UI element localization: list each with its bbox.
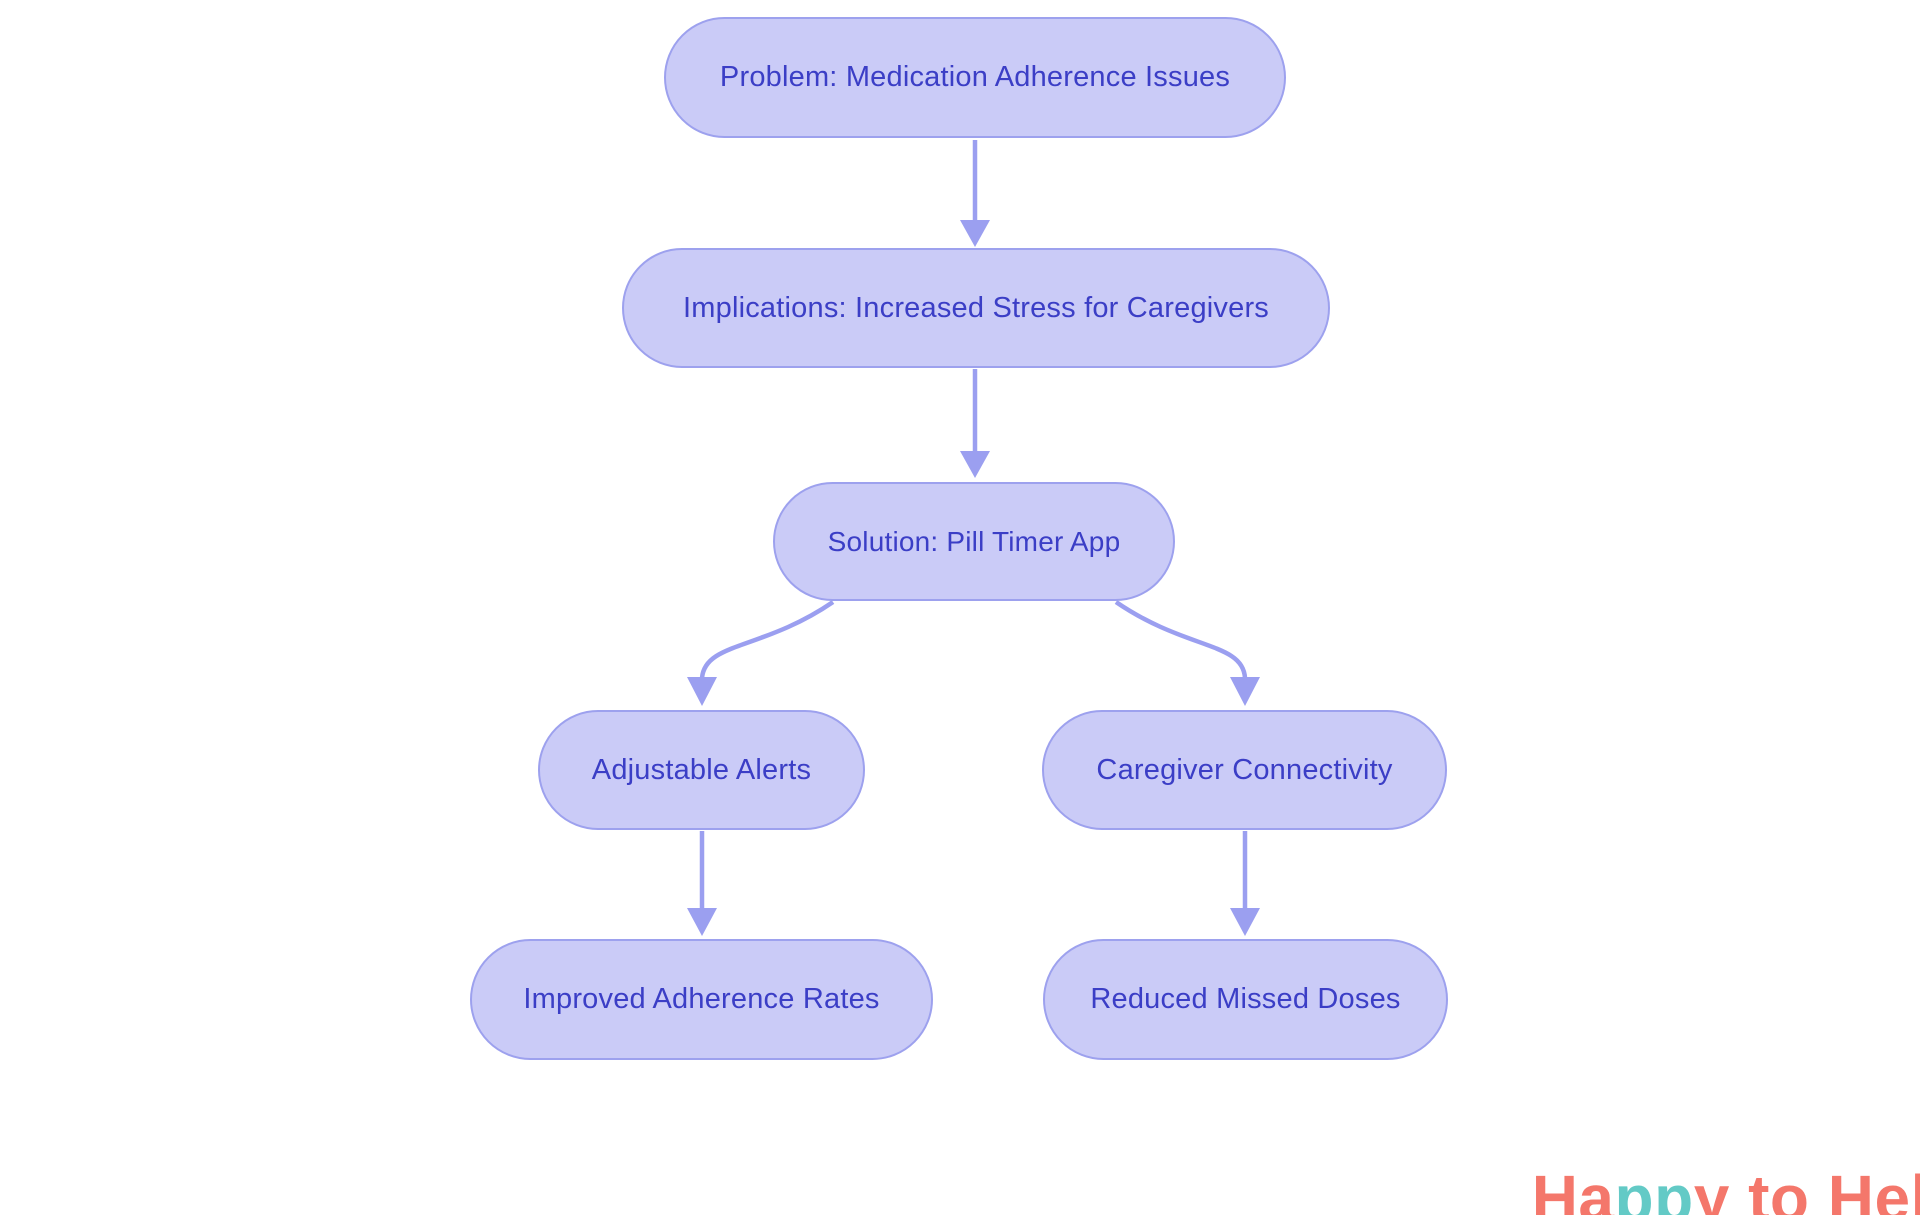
logo-part-pp: pp xyxy=(1615,1165,1694,1215)
node-improved-adherence-rates: Improved Adherence Rates xyxy=(470,939,933,1060)
node-improved-adherence-rates-label: Improved Adherence Rates xyxy=(523,983,880,1015)
logo-part-pp-text: pp xyxy=(1614,1162,1694,1215)
node-implications-label: Implications: Increased Stress for Careg… xyxy=(683,291,1269,324)
node-caregiver-connectivity-label: Caregiver Connectivity xyxy=(1096,753,1393,786)
logo-part-y: y xyxy=(1693,1162,1730,1215)
logo-part-to: to xyxy=(1729,1162,1828,1215)
node-adjustable-alerts: Adjustable Alerts xyxy=(538,710,865,830)
node-implications: Implications: Increased Stress for Careg… xyxy=(622,248,1330,368)
node-reduced-missed-doses-label: Reduced Missed Doses xyxy=(1090,983,1401,1015)
node-reduced-missed-doses: Reduced Missed Doses xyxy=(1043,939,1448,1060)
arrow-caregiver-to-reduced xyxy=(1230,831,1260,936)
arrow-adjustable-to-improved xyxy=(687,831,717,936)
node-solution-label: Solution: Pill Timer App xyxy=(827,525,1121,557)
arrow-implications-to-solution xyxy=(960,369,990,478)
logo-part-ha: Ha xyxy=(1531,1162,1615,1215)
node-problem: Problem: Medication Adherence Issues xyxy=(664,17,1286,138)
arrow-solution-to-caregiver-connectivity xyxy=(1114,600,1260,706)
node-adjustable-alerts-label: Adjustable Alerts xyxy=(591,753,812,786)
arrow-solution-to-adjustable-alerts xyxy=(687,600,835,706)
arrow-problem-to-implications xyxy=(960,140,990,247)
node-caregiver-connectivity: Caregiver Connectivity xyxy=(1042,710,1447,830)
logo-part-help: Help xyxy=(1827,1162,1920,1215)
node-solution: Solution: Pill Timer App xyxy=(773,482,1175,601)
node-problem-label: Problem: Medication Adherence Issues xyxy=(719,61,1231,93)
